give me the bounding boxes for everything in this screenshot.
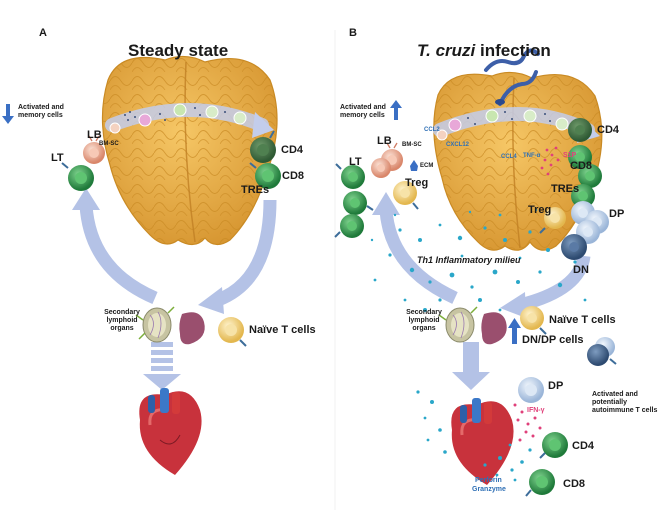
activated-memory-label-b: Activated and memory cells	[340, 104, 386, 119]
autoimmune-label: Activated and potentially autoimmune T c…	[592, 391, 658, 414]
naive-label-b: Naïve T cells	[549, 314, 616, 326]
return-arrow-left-b	[379, 209, 458, 304]
lymph-node-b	[438, 306, 478, 343]
granzyme-label: Granzyme	[472, 486, 506, 493]
s1p-dots	[540, 146, 560, 176]
cd8-cell-a	[249, 162, 281, 189]
dn-label-b: DN	[573, 264, 589, 276]
dp-label-b: DP	[609, 208, 625, 220]
panel-b-title-rest: infection	[475, 41, 551, 60]
return-arrow-right-a	[215, 199, 277, 307]
indicator-up-arrow-b	[390, 100, 402, 120]
dp-cells-b	[571, 201, 609, 244]
perforin-label: Perforin	[475, 477, 502, 484]
heart-b	[451, 398, 514, 485]
return-arrowhead-left-a	[72, 188, 100, 210]
thymocytes-a	[109, 103, 247, 134]
lb-label-b: LB	[377, 135, 392, 147]
heart-a	[139, 388, 202, 475]
dn-cell-b	[561, 234, 587, 260]
spleen-b	[481, 312, 507, 345]
th1-milieu-dots	[370, 208, 587, 312]
ifn-label: IFN-γ	[527, 407, 545, 414]
lt-label-b: LT	[349, 156, 362, 168]
tres-label-a: TREs	[241, 184, 270, 196]
indicator-down-arrow-a	[2, 104, 14, 124]
panel-a-letter: A	[39, 27, 47, 39]
dp-cell-bottom	[518, 377, 544, 403]
panel-b-letter: B	[349, 27, 357, 39]
ccl2-label: CCL2	[424, 127, 440, 133]
tnf-label: TNF-α	[523, 153, 541, 159]
lb-label-a: LB	[87, 129, 102, 141]
lymph-node-a	[135, 306, 175, 343]
dndp-label: DN/DP cells	[522, 334, 584, 346]
lb-cell-a	[83, 135, 105, 164]
perforin-dots	[416, 390, 532, 482]
lt-cells-b	[334, 163, 374, 238]
lt-label-a: LT	[51, 152, 64, 164]
down-arrow-to-heart-b	[452, 342, 490, 390]
s1p-label: S1P	[563, 152, 577, 159]
cxcl12-label: CXCL12	[446, 142, 470, 148]
down-arrow-to-heart-a	[143, 342, 181, 390]
cd4-cell-b	[568, 118, 592, 142]
ccl4-label: CCL4	[501, 154, 517, 160]
panel-b-title-italic: T. cruzi	[417, 41, 476, 60]
treg-label-b-right: Treg	[528, 204, 552, 216]
cd8-cell-bottom	[525, 469, 555, 497]
tres-label-b: TREs	[551, 183, 580, 195]
secondary-lymphoid-label-a: Secondary lymphoid organs	[104, 309, 140, 332]
treg-cell-b-right	[539, 207, 566, 234]
trypanosome-parasite	[484, 48, 540, 106]
cd4-label-bottom: CD4	[572, 440, 595, 452]
return-arrowhead-right-a	[198, 287, 224, 314]
indicator-up-arrow-dndp	[508, 318, 521, 344]
treg-cell-b-left	[393, 181, 419, 210]
ecm-marker	[410, 160, 418, 171]
cd8-label-bottom: CD8	[563, 478, 586, 490]
secondary-lymphoid-label-b: Secondary lymphoid organs	[406, 309, 442, 332]
return-arrow-left-a	[79, 204, 158, 304]
lt-cell-a	[61, 162, 94, 191]
cd4-cell-a	[250, 130, 276, 163]
cd4-cell-bottom	[539, 432, 568, 459]
cd4-label-a: CD4	[281, 144, 304, 156]
naive-cell-a	[218, 317, 247, 347]
lb-cell-b	[371, 142, 403, 178]
naive-label-a: Naïve T cells	[249, 324, 316, 336]
ifn-dots	[513, 403, 542, 442]
panel-b-title: T. cruzi infection	[417, 41, 551, 61]
return-arrowhead-right-b	[500, 292, 526, 318]
bm-sc-label-a: BM-SC	[99, 141, 119, 147]
treg-label-b-left: Treg	[405, 177, 429, 189]
thymus-a	[101, 55, 278, 246]
return-arrow-right-b	[518, 254, 591, 312]
spleen-a	[179, 312, 205, 345]
ecm-label: ECM	[420, 163, 434, 169]
thymocytes-b	[436, 109, 569, 141]
cd8-label-a: CD8	[282, 170, 305, 182]
thymus-transit-arrowhead-a	[252, 112, 274, 138]
return-arrowhead-left-b	[372, 192, 400, 215]
th1-milieu-label: Th1 Inflammatory milieu	[417, 255, 521, 265]
dndp-cells	[587, 337, 617, 366]
cd8-label-b: CD8	[570, 160, 593, 172]
dp-label-bottom: DP	[548, 380, 564, 392]
cd8-cells-b	[568, 145, 602, 208]
bm-sc-label-b: BM-SC	[402, 142, 422, 148]
panel-a-title: Steady state	[128, 41, 229, 60]
cd4-label-b: CD4	[597, 124, 620, 136]
activated-memory-label-a: Activated and memory cells	[18, 104, 64, 119]
naive-cell-b	[520, 306, 547, 335]
